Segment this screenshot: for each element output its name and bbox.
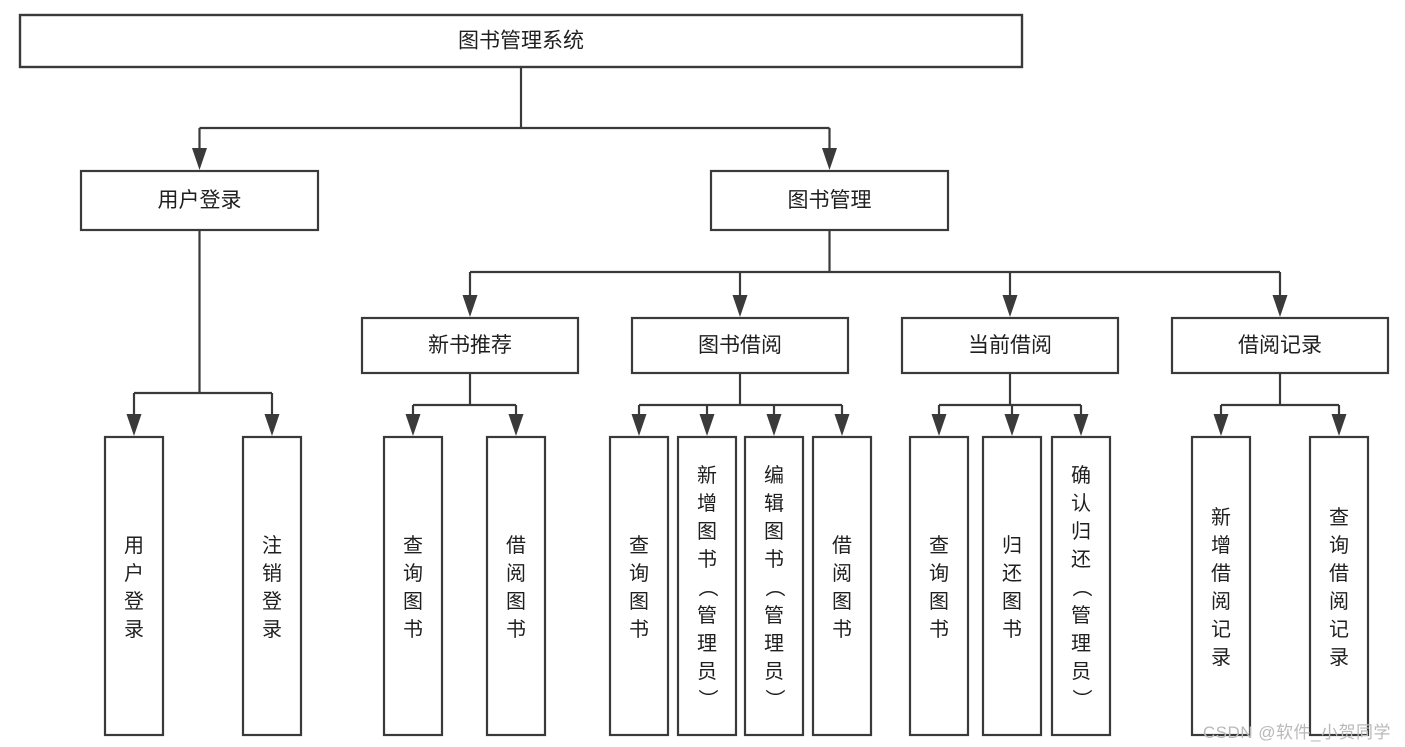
node-leaf-3[interactable]: 借阅图书: [485, 435, 547, 737]
node-leaf-8[interactable]: 查询图书: [908, 435, 970, 737]
arrow-head-down: [822, 148, 837, 170]
node-level3-2[interactable]: 当前借阅: [900, 316, 1120, 375]
node-leaf-2-rect[interactable]: [382, 435, 444, 737]
node-root-system-label: 图书管理系统: [458, 30, 584, 53]
node-leaf-8-label: 查询图书: [929, 534, 949, 641]
node-layer: 图书管理系统用户登录图书管理新书推荐图书借阅当前借阅借阅记录用户登录注销登录查询…: [18, 13, 1390, 737]
node-leaf-12[interactable]: 查询借阅记录: [1308, 435, 1370, 737]
node-level3-0-label: 新书推荐: [428, 334, 512, 357]
arrow-head-down: [192, 148, 207, 170]
node-leaf-11-label: 新增借阅记录: [1211, 506, 1231, 669]
node-leaf-4-label: 查询图书: [629, 534, 649, 641]
node-leaf-9[interactable]: 归还图书: [981, 435, 1043, 737]
arrow-head-down: [508, 414, 524, 436]
node-level3-1-rect[interactable]: [630, 316, 850, 375]
node-level3-2-label: 当前借阅: [968, 334, 1052, 357]
node-leaf-4[interactable]: 查询图书: [608, 435, 670, 737]
node-leaf-10-label: 确认归还（管理员）: [1071, 464, 1092, 711]
node-leaf-1[interactable]: 注销登录: [241, 435, 303, 737]
node-leaf-10[interactable]: 确认归还（管理员）: [1050, 435, 1112, 737]
node-level2-1[interactable]: 图书管理: [709, 169, 950, 232]
arrow-head-down: [631, 414, 647, 436]
node-level3-3-label: 借阅记录: [1238, 334, 1322, 357]
node-leaf-6-label: 编辑图书（管理员）: [764, 464, 785, 711]
arrow-head-down: [931, 414, 947, 436]
node-leaf-9-label: 归还图书: [1002, 534, 1022, 641]
node-level3-1[interactable]: 图书借阅: [630, 316, 850, 375]
node-level3-2-rect[interactable]: [900, 316, 1120, 375]
node-leaf-7-label: 借阅图书: [832, 534, 852, 641]
node-root-system-rect[interactable]: [18, 13, 1024, 69]
arrow-head-down: [1004, 414, 1020, 436]
node-level3-0-rect[interactable]: [360, 316, 580, 375]
arrow-head-down: [462, 295, 478, 317]
node-leaf-0-rect[interactable]: [103, 435, 165, 737]
arrow-head-down: [405, 414, 421, 436]
node-leaf-6-rect[interactable]: [743, 435, 805, 737]
node-leaf-5-rect[interactable]: [676, 435, 738, 737]
node-leaf-1-label: 注销登录: [262, 534, 282, 641]
node-level2-0-rect[interactable]: [79, 169, 320, 232]
arrow-head-down: [1002, 295, 1018, 317]
node-leaf-1-rect[interactable]: [241, 435, 303, 737]
arrow-head-down: [264, 414, 280, 436]
arrow-head-down: [1331, 414, 1347, 436]
node-level2-0-label: 用户登录: [158, 189, 242, 212]
arrow-head-down: [126, 414, 142, 436]
node-leaf-12-label: 查询借阅记录: [1329, 506, 1349, 669]
node-leaf-0[interactable]: 用户登录: [103, 435, 165, 737]
node-root-system[interactable]: 图书管理系统: [18, 13, 1024, 69]
node-level2-1-label: 图书管理: [788, 189, 872, 212]
arrow-head-down: [834, 414, 850, 436]
node-leaf-8-rect[interactable]: [908, 435, 970, 737]
node-leaf-2-label: 查询图书: [403, 534, 423, 641]
node-level3-3-rect[interactable]: [1170, 316, 1390, 375]
node-leaf-7-rect[interactable]: [811, 435, 873, 737]
arrow-head-down: [1213, 414, 1229, 436]
node-level3-0[interactable]: 新书推荐: [360, 316, 580, 375]
arrow-head-down: [699, 414, 715, 436]
node-level3-1-label: 图书借阅: [698, 334, 782, 357]
node-leaf-12-rect[interactable]: [1308, 435, 1370, 737]
node-level2-1-rect[interactable]: [709, 169, 950, 232]
node-level2-0[interactable]: 用户登录: [79, 169, 320, 232]
arrow-head-down: [1073, 414, 1089, 436]
node-leaf-11[interactable]: 新增借阅记录: [1190, 435, 1252, 737]
arrow-head-down: [732, 295, 748, 317]
arrow-head-down: [766, 414, 782, 436]
node-leaf-2[interactable]: 查询图书: [382, 435, 444, 737]
connector-layer: [126, 67, 1347, 436]
node-leaf-4-rect[interactable]: [608, 435, 670, 737]
node-leaf-11-rect[interactable]: [1190, 435, 1252, 737]
node-leaf-5[interactable]: 新增图书（管理员）: [676, 435, 738, 737]
node-leaf-0-label: 用户登录: [124, 535, 144, 641]
node-leaf-3-rect[interactable]: [485, 435, 547, 737]
node-leaf-10-rect[interactable]: [1050, 435, 1112, 737]
node-level3-3[interactable]: 借阅记录: [1170, 316, 1390, 375]
node-leaf-3-label: 借阅图书: [506, 534, 526, 641]
node-leaf-5-label: 新增图书（管理员）: [697, 464, 718, 711]
node-leaf-7[interactable]: 借阅图书: [811, 435, 873, 737]
node-leaf-9-rect[interactable]: [981, 435, 1043, 737]
node-leaf-6[interactable]: 编辑图书（管理员）: [743, 435, 805, 737]
arrow-head-down: [1272, 295, 1288, 317]
